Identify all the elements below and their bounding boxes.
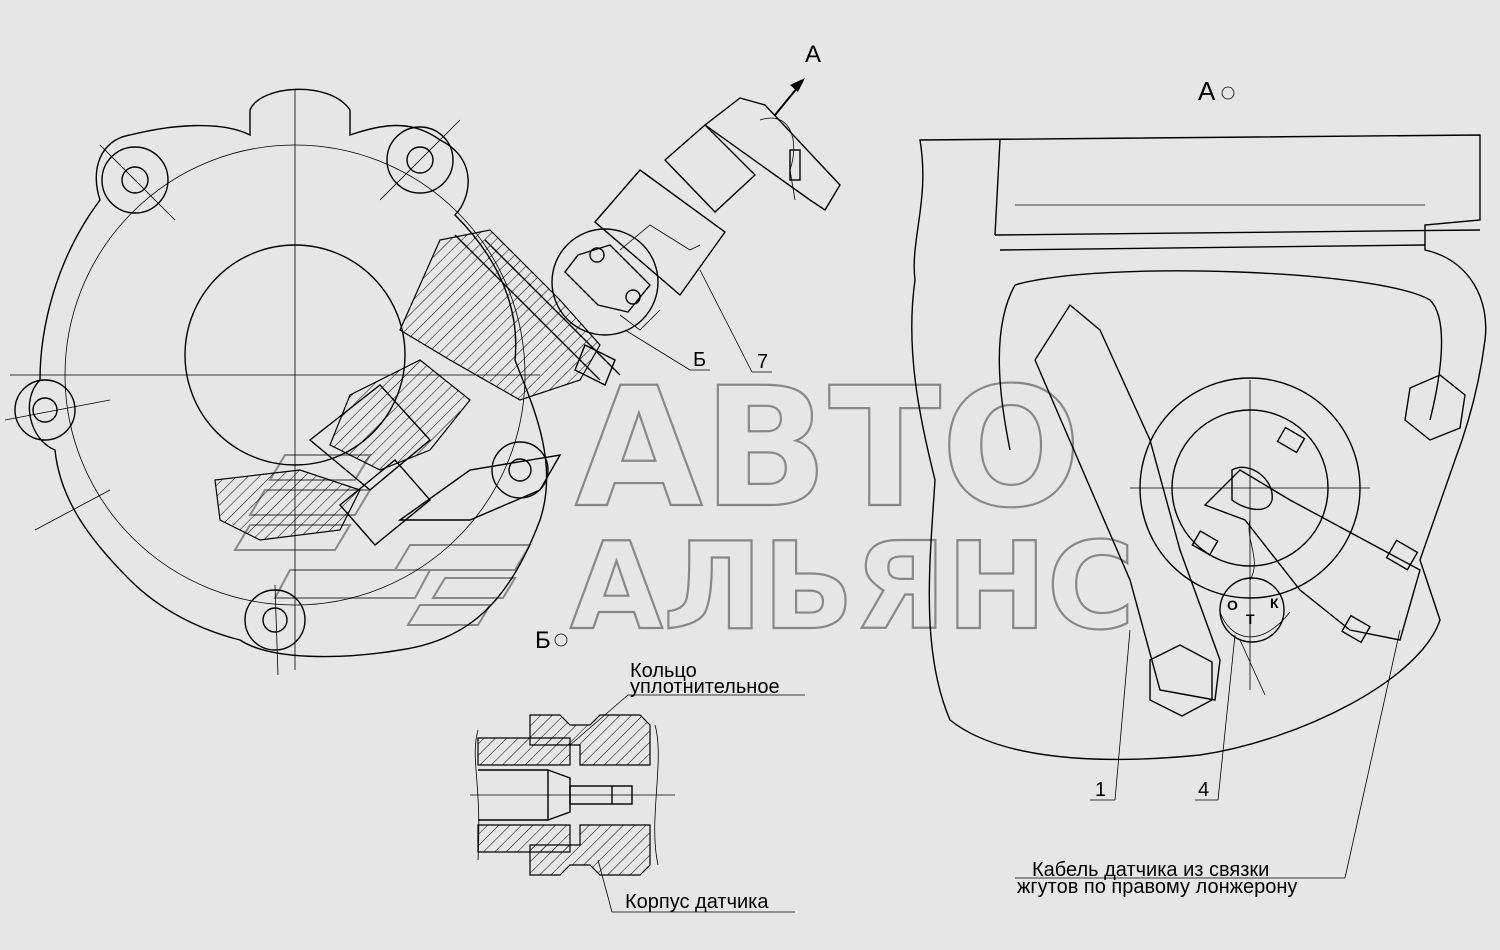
- rotation-symbol-icon: [554, 633, 568, 647]
- watermark-line2: АЛЬЯНС: [570, 518, 1135, 657]
- watermark-line1: АВТО: [575, 352, 1081, 544]
- detail-b-circle: [551, 228, 659, 336]
- sensor-plug-view-a: О Т К: [1191, 426, 1421, 696]
- view-a-arrow: А: [774, 41, 821, 116]
- rotation-symbol-icon: [1221, 86, 1235, 100]
- view-a-arrow-letter: А: [805, 41, 821, 68]
- cable-note: Кабель датчика из связки жгутов по право…: [1015, 859, 1345, 898]
- callout-b: Б: [624, 329, 710, 371]
- bolt-hole-top-left: [101, 146, 169, 214]
- cable-note-line1: Кабель датчика из связки: [1032, 859, 1269, 881]
- view-b-title-letter: Б: [535, 627, 551, 654]
- plug-face: [1219, 577, 1285, 643]
- detail-b-section: [470, 714, 675, 876]
- callout-1-label: 1: [1095, 779, 1106, 801]
- bolt-hole-top-right: [386, 126, 454, 194]
- view-b-title: Б: [535, 627, 568, 654]
- sensor-connector: [551, 97, 841, 336]
- plug-letter-k: К: [1270, 595, 1279, 611]
- cable-note-line2: жгутов по правому лонжерону: [1017, 876, 1297, 898]
- view-a-title: А: [1198, 76, 1235, 106]
- callout-4: 4: [1195, 634, 1236, 801]
- sensor-body-label-text: Корпус датчика: [625, 891, 769, 913]
- callout-1: 1: [1090, 629, 1131, 801]
- ring-label: Кольцо уплотнительное: [569, 660, 805, 746]
- view-a-title-letter: А: [1198, 76, 1216, 106]
- bolt-hole-left: [14, 379, 76, 441]
- callout-b-label: Б: [693, 349, 706, 371]
- housing-view-a: О Т К: [911, 134, 1487, 879]
- plug-letter-t: Т: [1246, 611, 1255, 627]
- sensor-section: [214, 229, 621, 546]
- ring-label-line1: Кольцо: [630, 660, 697, 682]
- housing-left-view: [4, 88, 621, 676]
- callout-7: 7: [699, 269, 772, 373]
- sensor-body-label: Корпус датчика: [597, 859, 795, 913]
- callout-7-label: 7: [757, 351, 768, 373]
- plug-letter-o: О: [1227, 597, 1238, 613]
- callout-4-label: 4: [1198, 779, 1209, 801]
- ring-label-line2: уплотнительное: [630, 676, 780, 698]
- watermark: АВТО АЛЬЯНС: [233, 351, 1136, 658]
